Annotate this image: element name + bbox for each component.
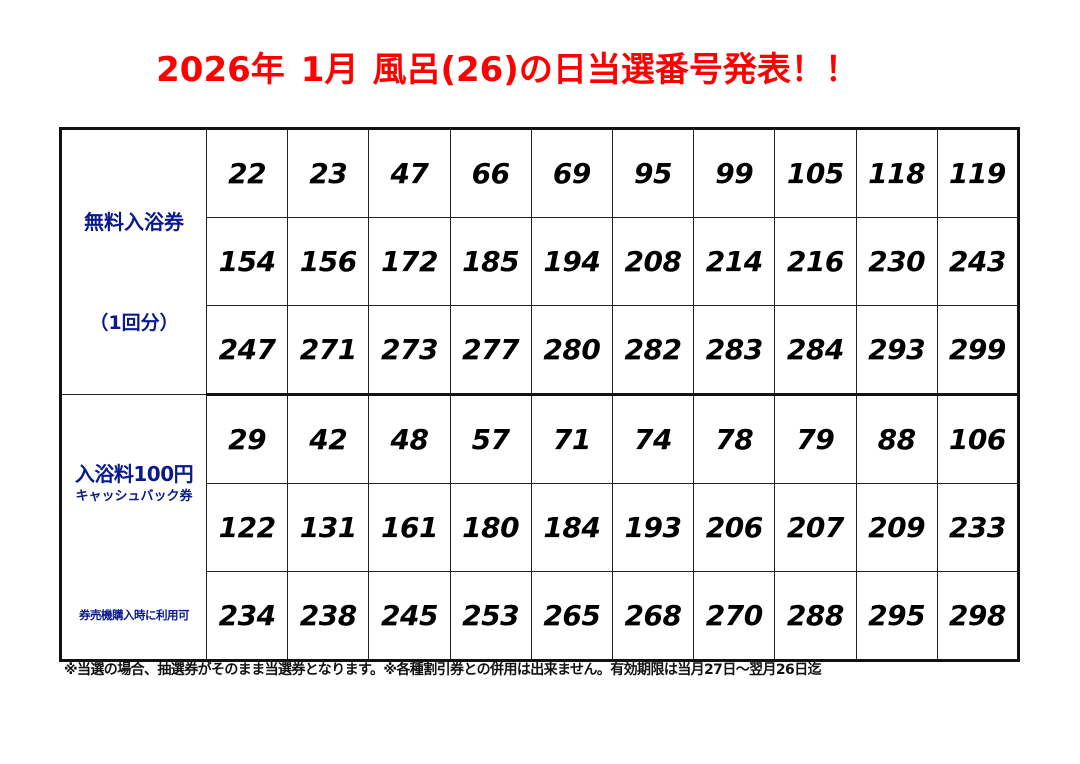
winning-number: 243	[936, 217, 1020, 306]
winning-number: 66	[449, 128, 532, 218]
cashback-sub-label: キャッシュバック券	[75, 489, 193, 504]
winning-number: 238	[287, 571, 370, 661]
winning-number: 172	[368, 217, 451, 306]
winning-number: 280	[530, 305, 613, 396]
winning-number: 282	[611, 305, 695, 396]
winning-number: 78	[693, 394, 776, 484]
winning-number: 48	[368, 394, 451, 484]
winning-number: 47	[368, 128, 451, 218]
winning-number: 209	[855, 483, 938, 572]
winning-number: 273	[368, 305, 451, 396]
winning-number: 270	[693, 571, 776, 661]
terms-footnote: ※当選の場合、抽選券がそのまま当選券となります。※各種割引券との併用は出来ません…	[64, 662, 822, 678]
table-row: 122 131 161 180 184 193 206 207 209 233	[61, 483, 1020, 572]
winning-number: 298	[936, 571, 1020, 661]
winning-number: 23	[287, 128, 370, 218]
winning-number: 234	[205, 571, 289, 661]
page-title: 2026年 1月風呂(26)の日当選番号発表！！	[0, 46, 1015, 94]
winning-numbers-table: 無料入浴券 （1回分） 22 23 47 66 69 95 99 105 118…	[59, 127, 1020, 662]
winning-number: 161	[368, 483, 451, 572]
winning-number: 295	[855, 571, 938, 661]
winning-number: 106	[936, 394, 1020, 484]
winning-number: 247	[205, 305, 289, 396]
title-year: 2026年	[156, 50, 285, 90]
one-time-label: （1回分）	[89, 312, 179, 334]
winning-number: 233	[936, 483, 1020, 572]
winning-number: 156	[287, 217, 370, 306]
section-label-cashback: 入浴料100円 キャッシュバック券 券売機購入時に利用可	[60, 394, 207, 661]
winning-number: 208	[611, 217, 695, 306]
winning-number: 193	[611, 483, 695, 572]
winning-number: 105	[774, 128, 857, 218]
winning-number: 99	[693, 128, 776, 218]
winning-number: 74	[611, 394, 695, 484]
winning-number: 268	[611, 571, 695, 661]
winning-number: 154	[205, 217, 289, 306]
winning-number: 284	[774, 305, 857, 396]
winning-number: 283	[693, 305, 776, 396]
winning-number: 206	[693, 483, 776, 572]
winning-number: 180	[449, 483, 532, 572]
winning-number: 22	[205, 128, 289, 218]
winning-number: 95	[611, 128, 695, 218]
winning-number: 245	[368, 571, 451, 661]
winning-number: 299	[936, 305, 1020, 396]
winning-number: 57	[449, 394, 532, 484]
winning-number: 288	[774, 571, 857, 661]
winning-number: 216	[774, 217, 857, 306]
winning-number: 69	[530, 128, 613, 218]
cashback-usage-note: 券売機購入時に利用可	[79, 608, 190, 622]
winning-number: 207	[774, 483, 857, 572]
winning-number: 122	[205, 483, 289, 572]
winning-number: 185	[449, 217, 532, 306]
winning-number: 88	[855, 394, 938, 484]
table-row: 無料入浴券 （1回分） 22 23 47 66 69 95 99 105 118…	[60, 128, 1020, 395]
winning-number: 118	[855, 128, 938, 218]
winning-number: 79	[774, 394, 857, 484]
table-row: 入浴料100円 キャッシュバック券 券売機購入時に利用可 29 42 48 57…	[60, 394, 1020, 661]
winning-number: 184	[530, 483, 613, 572]
winning-number: 42	[287, 394, 370, 484]
table-row: 234 238 245 253 265 268 270 288 295 298	[61, 571, 1020, 661]
winning-number: 277	[449, 305, 532, 396]
winning-number: 194	[530, 217, 613, 306]
winning-number: 71	[530, 394, 613, 484]
table-row: 247 271 273 277 280 282 283 284 293 299	[61, 305, 1020, 396]
winning-number: 29	[205, 394, 289, 484]
cashback-main-label: 入浴料100円	[74, 462, 194, 486]
winning-number: 119	[936, 128, 1020, 218]
winning-number: 230	[855, 217, 938, 306]
title-event: 風呂(26)の日当選番号発表！！	[372, 50, 859, 90]
winning-number: 271	[287, 305, 370, 396]
winning-number: 293	[855, 305, 938, 396]
section-label-free-bath: 無料入浴券 （1回分）	[60, 128, 207, 395]
free-bath-ticket-label: 無料入浴券	[84, 210, 184, 234]
winning-number: 253	[449, 571, 532, 661]
winning-number: 265	[530, 571, 613, 661]
winning-number: 214	[693, 217, 776, 306]
winning-number: 131	[287, 483, 370, 572]
title-month: 1月	[300, 50, 359, 90]
